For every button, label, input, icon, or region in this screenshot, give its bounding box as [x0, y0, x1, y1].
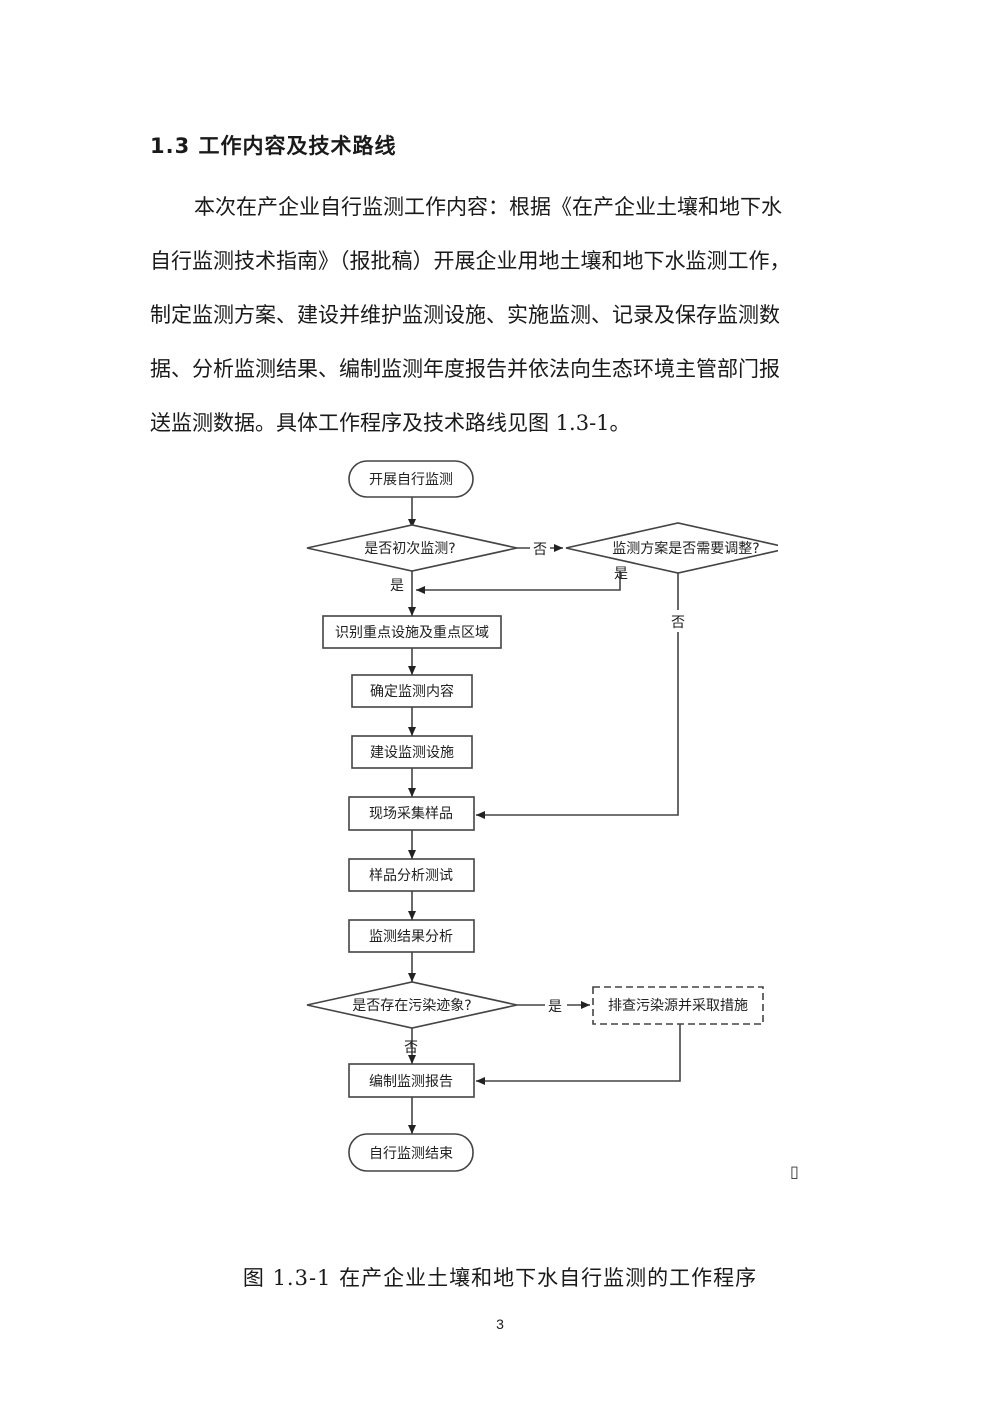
edge-investigate-report [476, 1024, 681, 1085]
paragraph-line: 本次在产企业自行监测工作内容：根据《在产企业土壤和地下水 [194, 195, 782, 219]
stray-mark: ▯ [790, 1162, 799, 1181]
figure-caption: 图 1.3-1 在产企业土壤和地下水自行监测的工作程序 [242, 1266, 758, 1290]
result-node [348, 919, 475, 953]
first-monitoring-decision [306, 524, 518, 572]
analyze-node [348, 858, 475, 892]
page-number: 3 [496, 1316, 504, 1332]
sample-label: 现场采集样品 [369, 805, 453, 822]
first-monitoring-label: 是否初次监测? [364, 540, 455, 557]
report-node [348, 1063, 475, 1098]
paragraph-line: 自行监测技术指南》（报批稿）开展企业用地土壤和地下水监测工作， [150, 249, 791, 273]
identify-node [322, 615, 502, 649]
edge-label-pollution-no: 否 [404, 1040, 418, 1056]
determine-label: 确定监测内容 [370, 683, 454, 700]
edge-label-pollution-yes: 是 [548, 999, 562, 1015]
build-node [351, 735, 473, 769]
plan-adjust-label: 监测方案是否需要调整? [612, 540, 759, 557]
end-node [348, 1133, 474, 1172]
paragraph-line: 据、分析监测结果、编制监测年度报告并依法向生态环境主管部门报 [150, 357, 780, 381]
section-heading: 1.3 工作内容及技术路线 [150, 134, 397, 158]
end-label: 自行监测结束 [369, 1146, 453, 1162]
edge-label-adjust-no: 否 [671, 615, 685, 631]
body-paragraph: 本次在产企业自行监测工作内容：根据《在产企业土壤和地下水 自行监测技术指南》（报… [150, 180, 855, 450]
edge-label-first-yes: 是 [390, 578, 404, 594]
edge-label-adjust-yes: 是 [614, 566, 628, 582]
result-label: 监测结果分析 [369, 929, 453, 945]
edge-adjust-yes [416, 571, 621, 594]
paragraph-line: 送监测数据。具体工作程序及技术路线见图 1.3-1。 [150, 411, 631, 435]
paragraph-line: 制定监测方案、建设并维护监测设施、实施监测、记录及保存监测数 [150, 303, 780, 327]
pollution-label: 是否存在污染迹象? [352, 998, 471, 1014]
identify-label: 识别重点设施及重点区域 [335, 625, 489, 641]
build-label: 建设监测设施 [370, 745, 454, 761]
start-node [348, 460, 474, 498]
edge-adjust-no [476, 571, 679, 819]
sample-node [348, 796, 475, 831]
start-label: 开展自行监测 [369, 472, 453, 488]
report-label: 编制监测报告 [369, 1074, 453, 1090]
edge-label-first-no: 否 [533, 542, 547, 558]
pollution-decision [306, 981, 518, 1029]
investigate-label: 排查污染源并采取措施 [608, 998, 748, 1014]
determine-node [351, 674, 473, 708]
investigate-node [592, 986, 764, 1025]
analyze-label: 样品分析测试 [369, 868, 453, 884]
